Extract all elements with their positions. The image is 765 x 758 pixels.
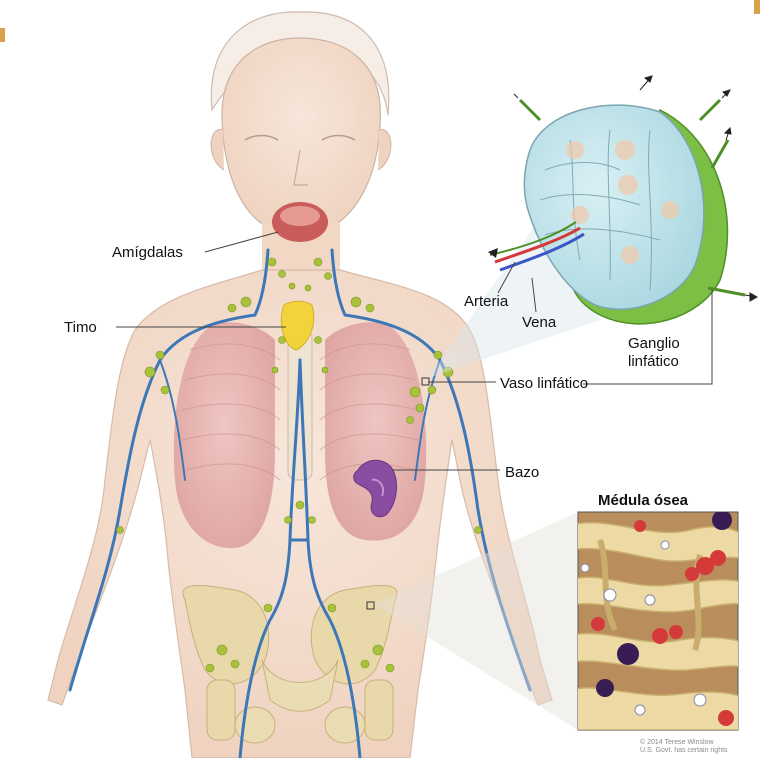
label-vena: Vena bbox=[522, 314, 557, 331]
label-ganglio-line2: linfático bbox=[628, 353, 679, 370]
sternum bbox=[288, 330, 312, 480]
corner-mark-right bbox=[754, 0, 760, 14]
label-amigdalas: Amígdalas bbox=[112, 244, 183, 261]
credit-line2: U.S. Govt. has certain rights bbox=[640, 747, 728, 754]
credit-line1: © 2014 Terese Winslow bbox=[640, 738, 714, 746]
bone-marrow-inset bbox=[570, 510, 750, 730]
label-timo: Timo bbox=[64, 319, 97, 336]
label-vaso-linfatico: Vaso linfático bbox=[500, 375, 588, 392]
corner-mark-left bbox=[0, 28, 5, 42]
label-ganglio-line1: Ganglio bbox=[628, 335, 680, 352]
label-medula-osea: Médula ósea bbox=[598, 492, 689, 509]
label-bazo: Bazo bbox=[505, 464, 539, 481]
label-arteria: Arteria bbox=[464, 293, 509, 310]
